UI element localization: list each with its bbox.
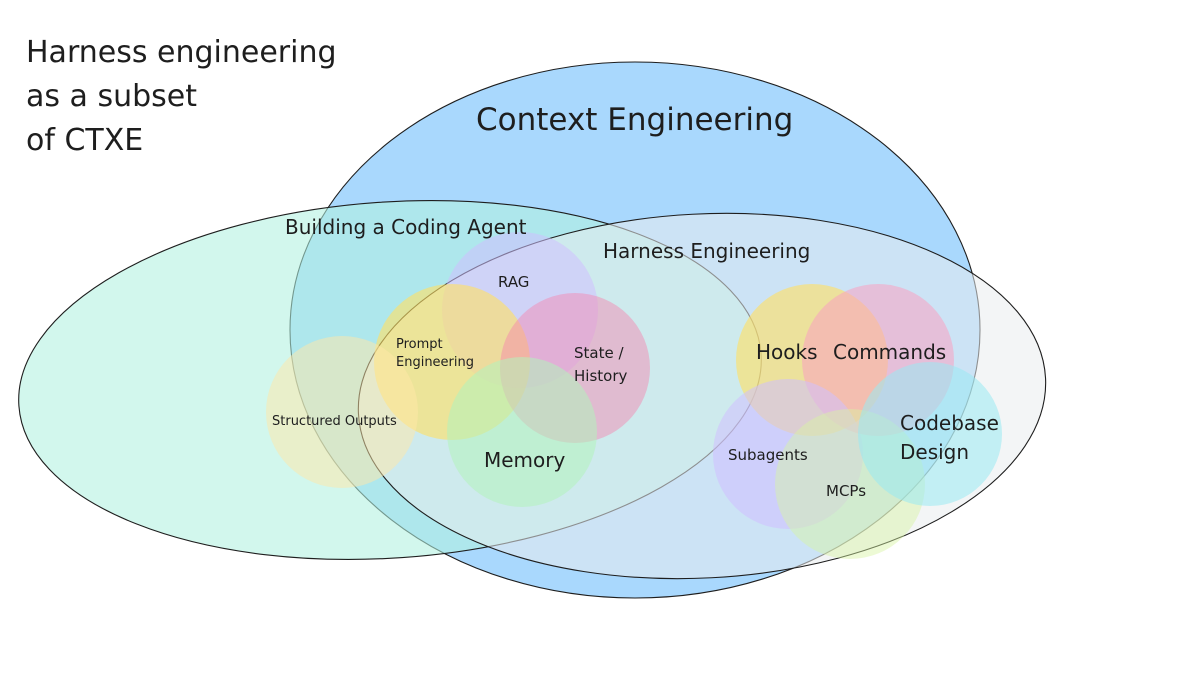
hooks-label: Hooks	[756, 340, 818, 364]
prompt-engineering-label-2: Engineering	[396, 355, 474, 370]
subagents-circle	[713, 379, 863, 529]
memory-label: Memory	[484, 448, 566, 472]
heading-line-1: Harness engineering	[26, 35, 337, 70]
state-history-label-1: State /	[574, 344, 624, 362]
heading: Harness engineering as a subset of CTXE	[26, 35, 337, 158]
building-coding-agent-label: Building a Coding Agent	[285, 215, 527, 239]
rag-label: RAG	[498, 273, 529, 291]
codebase-design-label-1: Codebase	[900, 411, 999, 435]
subagents-label: Subagents	[728, 446, 808, 464]
mcps-label: MCPs	[826, 482, 866, 500]
memory-circle	[447, 357, 597, 507]
structured-outputs-label: Structured Outputs	[272, 414, 397, 429]
commands-label: Commands	[833, 340, 946, 364]
heading-line-2: as a subset	[26, 79, 197, 114]
prompt-engineering-label-1: Prompt	[396, 337, 443, 352]
codebase-design-circle	[858, 362, 1002, 506]
heading-line-3: of CTXE	[26, 123, 143, 158]
state-history-label-2: History	[574, 367, 627, 385]
context-engineering-label: Context Engineering	[476, 102, 793, 138]
structured-outputs-circle	[266, 336, 418, 488]
harness-engineering-label: Harness Engineering	[603, 239, 810, 263]
codebase-design-label-2: Design	[900, 440, 969, 464]
